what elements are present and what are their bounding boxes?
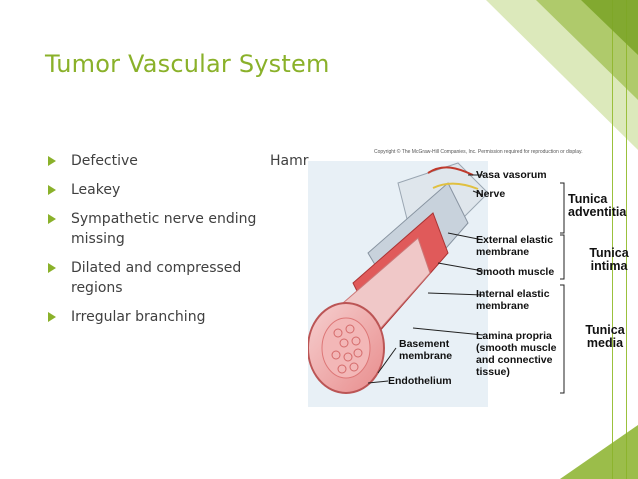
bullet-text: Dilated and compressed regions [71,260,242,296]
decorative-line [626,0,627,479]
lamina-propria-label: Lamina propria (smooth muscle and connec… [476,330,557,378]
bullet-item: Dilated and compressed regions [48,258,258,298]
arrow-bullet-icon [48,156,56,166]
nerve-label: Nerve [476,188,506,200]
bullet-item: Sympathetic nerve ending missing [48,209,258,249]
bullet-list: Defective Leakey Sympathetic nerve endin… [48,151,258,336]
smooth-muscle-label: Smooth muscle [476,266,555,278]
decorative-triangle [560,425,638,479]
internal-elastic-membrane-label: Internal elastic membrane [476,288,550,312]
copyright-notice: Copyright © The McGraw-Hill Companies, I… [374,149,583,155]
bullet-text: Sympathetic nerve ending missing [71,211,257,247]
endothelium-label: Endothelium [388,375,452,387]
arrow-bullet-icon [48,214,56,224]
tunica-intima-label: Tunica intima [589,246,629,273]
decorative-line [612,0,613,479]
vasa-vasorum-label: Vasa vasorum [476,169,547,181]
arrow-bullet-icon [48,185,56,195]
truncated-side-text: Hamr [270,153,309,169]
bullet-item: Defective [48,151,258,171]
external-elastic-membrane-label: External elastic membrane [476,234,554,258]
tunica-media-label: Tunica media [585,323,625,350]
bullet-text: Defective [71,153,138,169]
artery-diagram-figure: Copyright © The McGraw-Hill Companies, I… [308,143,638,407]
tunica-adventitia-label: Tunica adventitia [568,192,627,219]
slide-title: Tumor Vascular System [45,50,330,78]
artery-illustration [308,161,565,407]
bullet-item: Irregular branching [48,307,258,327]
decorative-triangle [486,0,638,150]
bullet-text: Leakey [71,182,121,198]
arrow-bullet-icon [48,312,56,322]
bullet-text: Irregular branching [71,309,206,325]
bullet-item: Leakey [48,180,258,200]
basement-membrane-label: Basement membrane [399,338,453,362]
arrow-bullet-icon [48,263,56,273]
